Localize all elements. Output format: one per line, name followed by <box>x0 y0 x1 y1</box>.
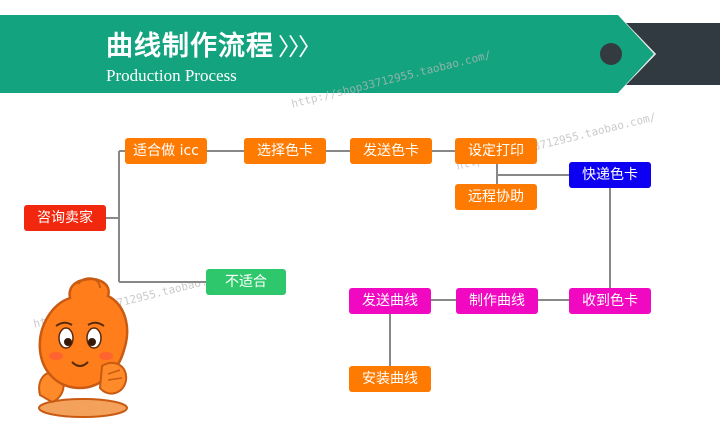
node-install-curve: 安装曲线 <box>349 366 431 392</box>
page-title: 曲线制作流程〉〉〉 <box>106 24 322 63</box>
node-express-card: 快递色卡 <box>569 162 651 188</box>
node-suitable-icc: 适合做 icc <box>125 138 207 164</box>
page-title-text: 曲线制作流程 <box>106 31 274 62</box>
node-make-curve: 制作曲线 <box>456 288 538 314</box>
mascot-illustration <box>38 277 129 418</box>
node-remote-assist: 远程协助 <box>455 184 537 210</box>
page-subtitle: Production Process <box>106 66 237 85</box>
banner-shape <box>0 15 720 93</box>
header-banner <box>0 15 720 93</box>
title-arrows-icon: 〉〉〉 <box>278 33 322 61</box>
node-choose-card: 选择色卡 <box>244 138 326 164</box>
node-not-suitable: 不适合 <box>206 269 286 295</box>
banner-dot-icon <box>600 43 622 65</box>
node-setup-print: 设定打印 <box>455 138 537 164</box>
node-consult: 咨询卖家 <box>24 205 106 231</box>
node-receive-card: 收到色卡 <box>569 288 651 314</box>
node-send-card: 发送色卡 <box>350 138 432 164</box>
node-send-curve: 发送曲线 <box>349 288 431 314</box>
